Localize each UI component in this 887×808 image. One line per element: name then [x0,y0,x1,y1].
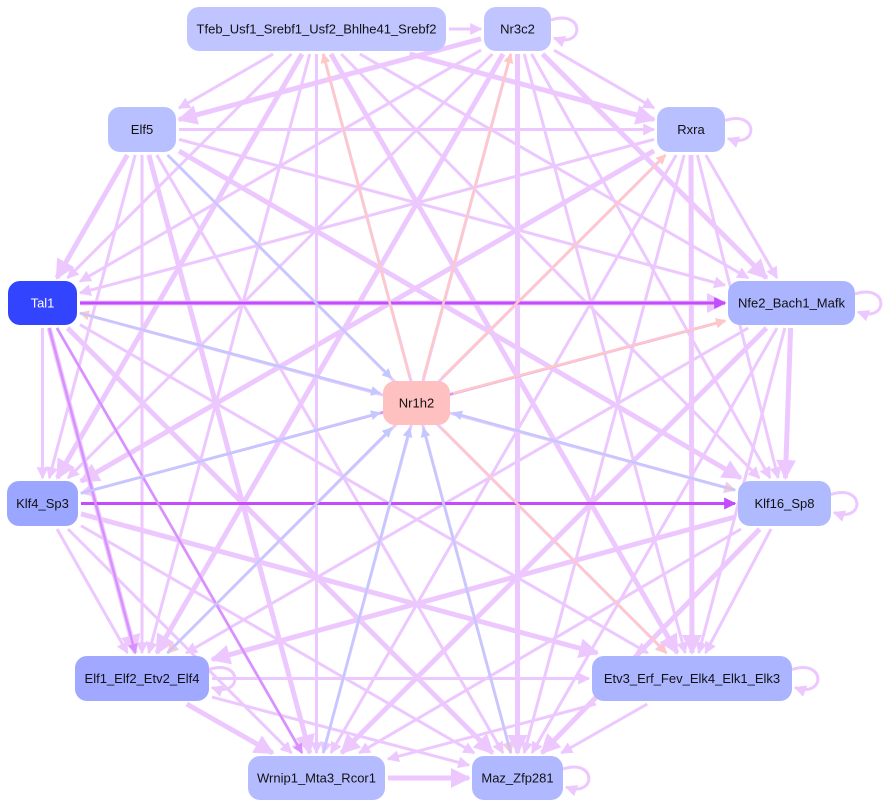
node-tal1[interactable]: Tal1 [8,281,77,325]
edge-rxra-klf4 [79,148,656,484]
edge-elf5-maz [155,154,505,755]
node-wrnip1[interactable]: Wrnip1_Mta3_Rcor1 [248,756,385,800]
node-nr1h2[interactable]: Nr1h2 [383,381,450,425]
edge-nfe2-elf1 [185,326,750,655]
edges-layer [36,16,883,797]
node-label: Tal1 [31,296,55,311]
node-label: Rxra [677,122,705,137]
nodes-layer: Tfeb_Usf1_Srebf1_Usf2_Bhlhe41_Srebf2 Nr3c… [7,7,855,800]
edge-tfeb-elf5 [177,52,274,110]
edge-nr1h2-rxra [440,154,667,379]
edge-nr1h2-nr3c2 [422,53,514,379]
node-label: Maz_Zfp281 [481,771,553,786]
node-nfe2[interactable]: Nfe2_Bach1_Mafk [728,281,855,325]
edge-tal1-etv3 [79,323,649,655]
edge-elf5-klf16 [177,148,743,481]
edge-klf16-etv3 [704,528,773,655]
node-tfeb[interactable]: Tfeb_Usf1_Srebf1_Usf2_Bhlhe41_Srebf2 [187,7,446,51]
node-label: Elf5 [131,122,153,137]
edge-elf5-nfe2 [178,137,727,289]
edge-klf4-etv3 [80,511,600,658]
edge-klf4-nr1h2 [80,410,381,495]
node-rxra[interactable]: Rxra [657,107,725,152]
edge-rxra-wrnip1 [329,154,678,755]
node-elf1[interactable]: Elf1_Elf2_Etv2_Elf4 [75,656,209,701]
edge-wrnip1-nr1h2 [321,427,413,754]
edge-nr3c2-rxra [553,48,656,110]
edge-nr1h2-nfe2 [452,318,726,395]
self-loop-maz [562,765,591,797]
edge-elf1-maz [211,695,471,769]
edge-elf1-nr1h2 [166,427,393,654]
edge-elf5-nr1h2 [166,154,393,379]
node-klf16[interactable]: Klf16_Sp8 [738,481,831,526]
node-label: Nfe2_Bach1_Mafk [738,296,845,311]
edge-tfeb-etv3 [328,52,680,655]
self-loop-rxra [724,117,753,148]
edge-etv3-wrnip1 [386,702,597,763]
node-etv3[interactable]: Etv3_Erf_Fev_Elk4_Elk1_Elk3 [592,656,792,701]
node-label: Klf16_Sp8 [755,496,815,511]
edge-klf16-maz [540,527,762,755]
node-label: Tfeb_Usf1_Srebf1_Usf2_Bhlhe41_Srebf2 [197,22,437,37]
node-klf4[interactable]: Klf4_Sp3 [7,481,78,526]
self-loop-nr3c2 [550,16,579,48]
edge-maz-nr1h2 [420,427,512,754]
node-label: Etv3_Erf_Fev_Elk4_Elk1_Elk3 [604,671,780,686]
edge-klf16-nr1h2 [452,410,736,492]
node-label: Klf4_Sp3 [16,496,69,511]
edge-nfe2-klf16 [776,327,797,480]
edge-klf4-elf1 [55,528,129,655]
self-loop-elf1 [208,666,237,697]
node-maz[interactable]: Maz_Zfp281 [472,756,563,800]
self-loop-nfe2 [854,290,883,322]
edge-klf16-wrnip1 [358,527,742,755]
edge-elf5-tal1 [54,153,130,280]
node-label: Wrnip1_Mta3_Rcor1 [257,771,376,786]
node-nr3c2[interactable]: Nr3c2 [484,7,551,51]
self-loop-etv3 [791,666,820,697]
node-elf5[interactable]: Elf5 [108,107,176,152]
node-label: Nr3c2 [500,22,535,37]
edge-nr1h2-tfeb [320,53,412,379]
edge-tal1-wrnip1 [55,327,304,754]
edge-rxra-nfe2 [704,154,779,280]
edge-klf16-elf1 [210,514,736,665]
edge-elf1-wrnip1 [185,701,275,756]
self-loop-klf16 [830,491,859,522]
edge-nr3c2-elf1 [154,52,506,655]
node-label: Elf1_Elf2_Etv2_Elf4 [85,671,200,686]
edge-nr1h2-etv3 [440,427,668,654]
node-label: Nr1h2 [399,396,434,411]
edge-etv3-maz [560,702,649,755]
edge-tal1-nr1h2 [79,311,381,396]
